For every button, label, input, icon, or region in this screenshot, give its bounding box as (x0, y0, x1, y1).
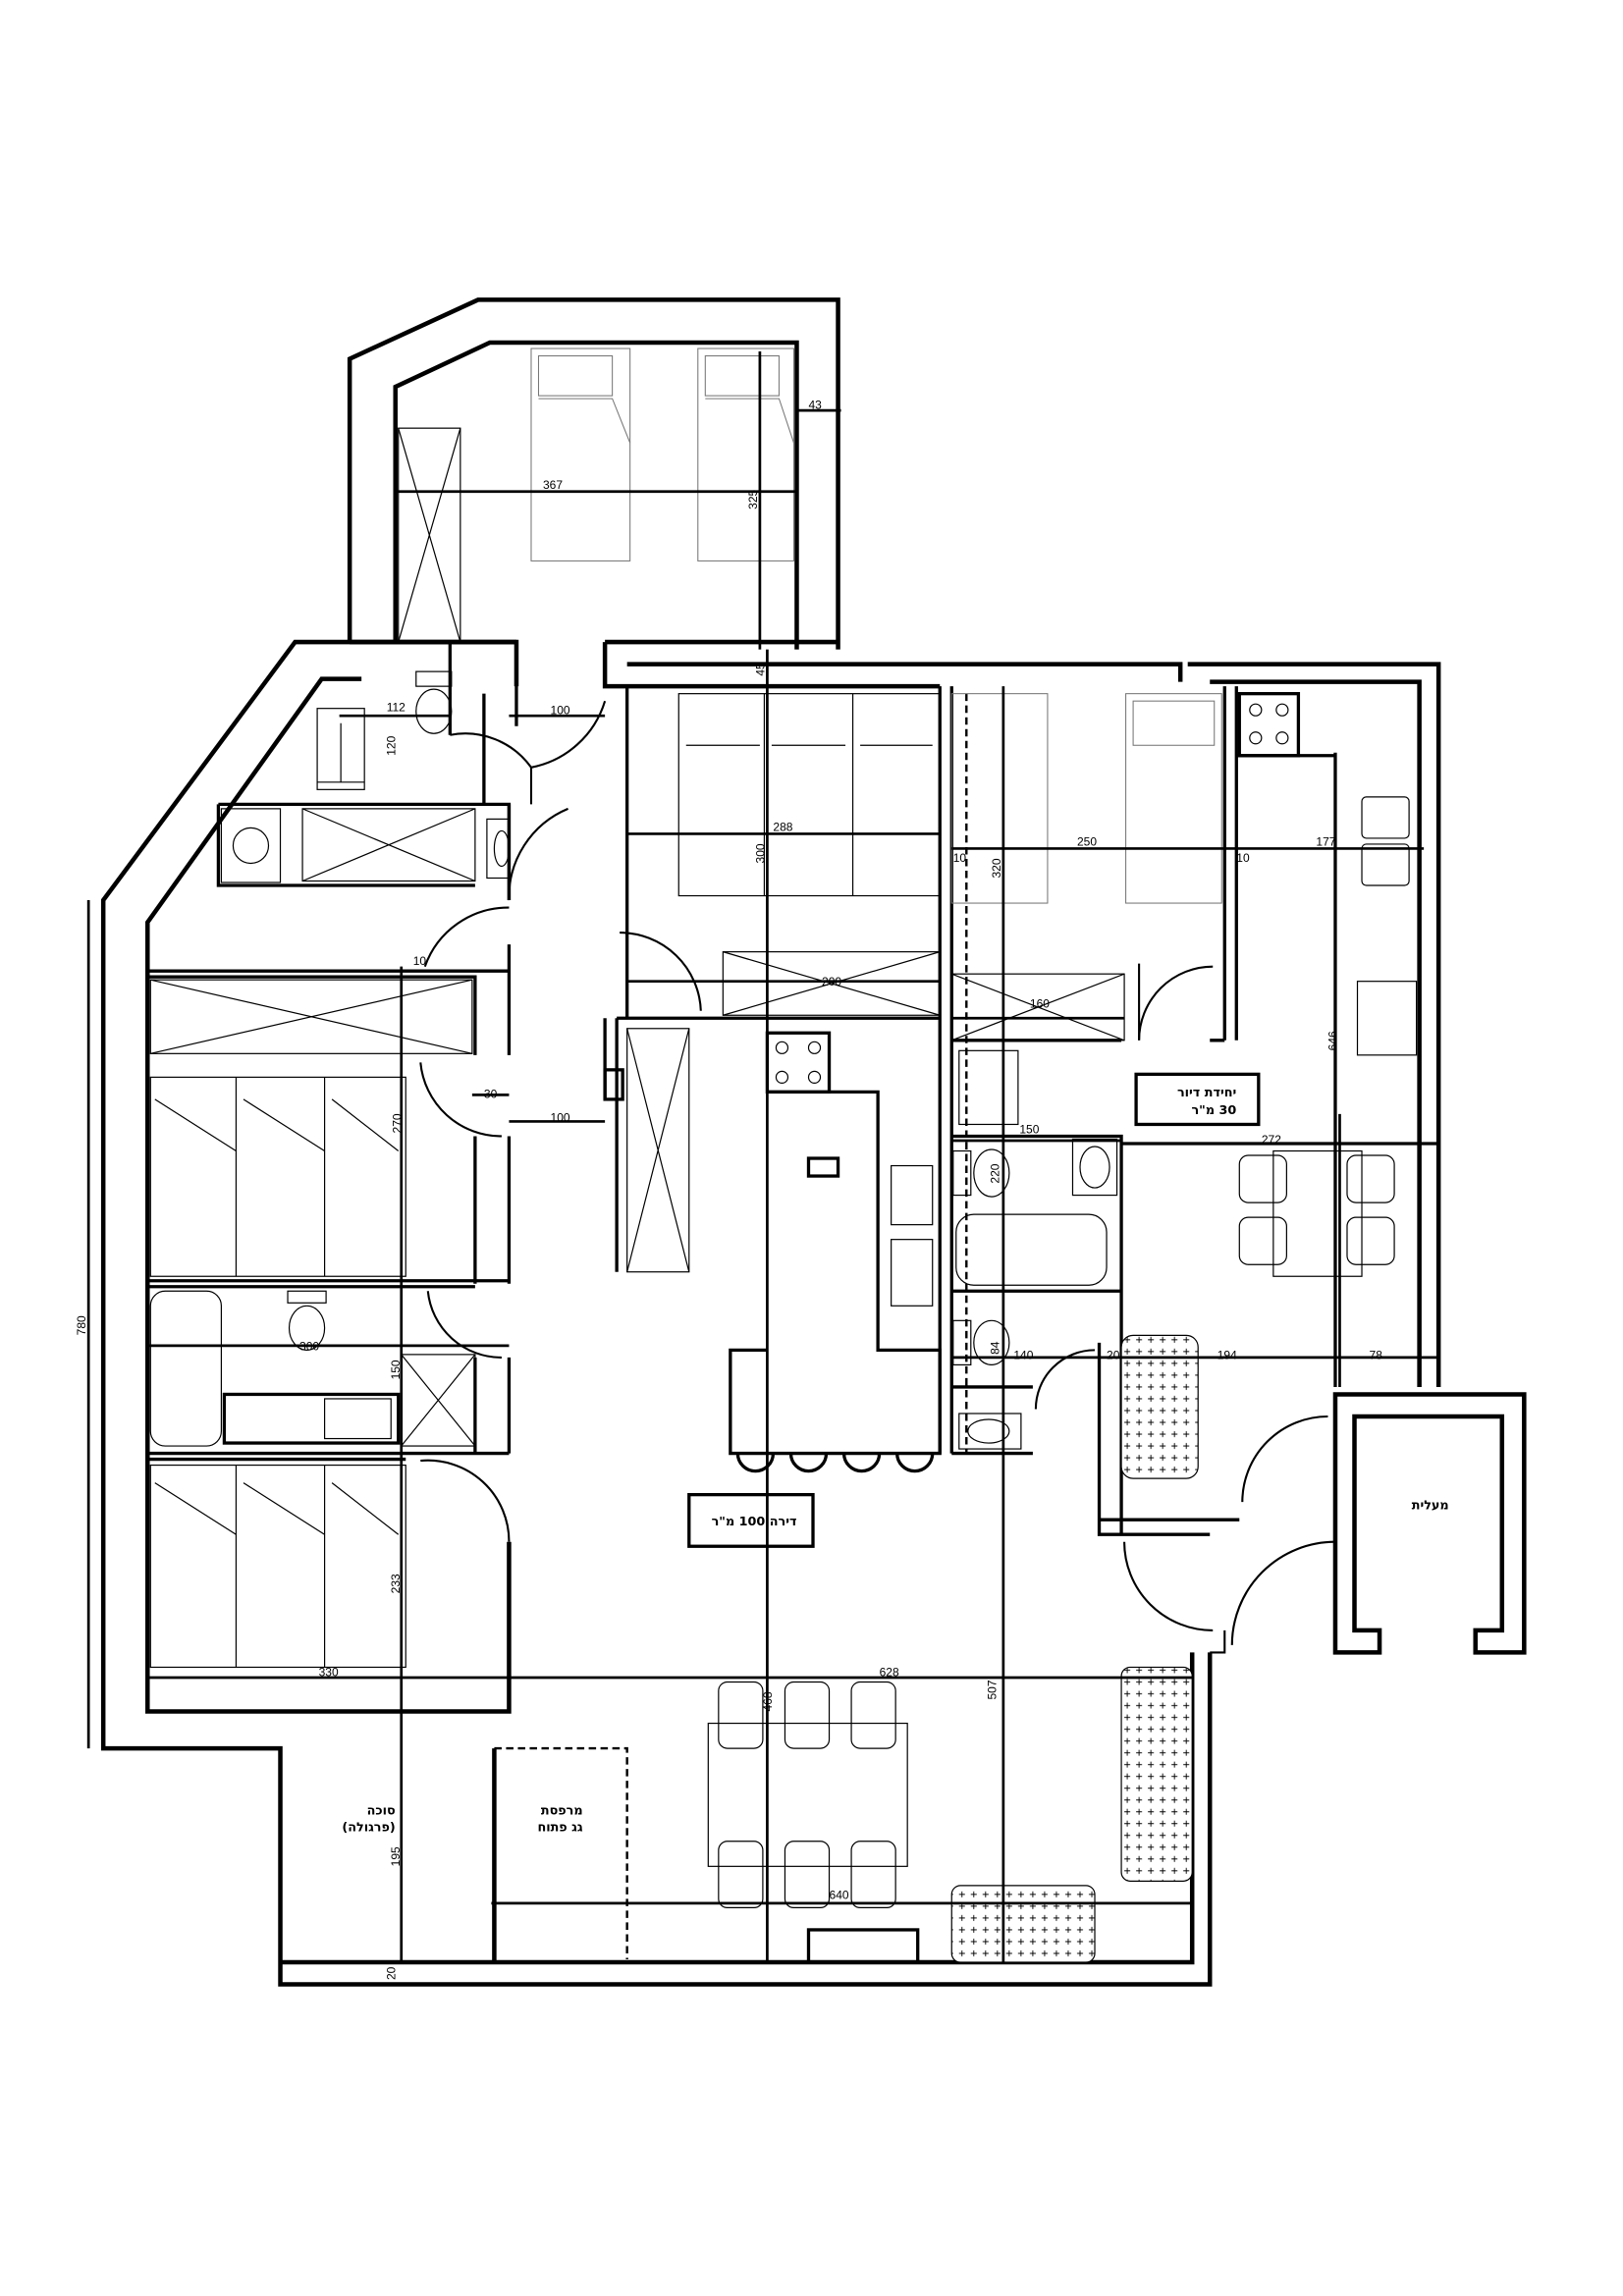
dim-label: 30 (484, 1087, 498, 1100)
dim-label: 194 (1217, 1348, 1237, 1362)
dim-label: 233 (389, 1574, 403, 1593)
terrace-label: מרפסת (541, 1804, 583, 1819)
dim-label: 150 (389, 1360, 403, 1379)
dim-label: 270 (391, 1113, 405, 1133)
dim-label: 300 (753, 843, 767, 863)
dim-label: 177 (1316, 834, 1335, 848)
dim-label: 325 (746, 489, 760, 508)
dim-label: 320 (990, 858, 1003, 878)
dim-label: 120 (385, 735, 399, 755)
dim-label: 84 (988, 1341, 1001, 1355)
dim-label: 20 (385, 1966, 399, 1980)
elevator-shaft (1332, 1392, 1527, 1655)
unit-title-label: יחידת דיור (1177, 1086, 1236, 1100)
sukkah-label: סוכה (367, 1804, 396, 1819)
dim-label: 20 (1107, 1348, 1120, 1362)
room-labels: יחידת דיור 30 מ"ר דירה 100 מ"ר מעלית סוכ… (342, 1072, 1449, 1835)
beds (149, 347, 1222, 1669)
living-furniture (707, 1666, 1193, 1964)
bathrooms (149, 670, 1118, 1450)
dim-label: 646 (1325, 1031, 1339, 1050)
dim-label: 10 (1236, 851, 1250, 865)
dim-label: 78 (1370, 1348, 1383, 1362)
dim-label: 100 (551, 704, 570, 718)
wardrobes (149, 427, 1125, 1447)
elevator-label: מעלית (1412, 1499, 1449, 1514)
terrace-boundary (494, 1746, 628, 1959)
dim-label: 628 (880, 1665, 899, 1679)
dim-label: 468 (761, 1691, 775, 1711)
dim-label: 195 (389, 1846, 403, 1866)
dim-label: 367 (543, 478, 563, 492)
dim-label: 10 (953, 851, 967, 865)
dim-label: 112 (387, 701, 406, 715)
dim-label: 288 (773, 820, 792, 833)
exterior-walls (100, 297, 1441, 1987)
dim-label: 640 (830, 1888, 849, 1901)
dim-label: 10 (413, 954, 427, 968)
sukkah-sub-label: (פרגולה) (342, 1820, 395, 1835)
dim-label: 200 (822, 975, 841, 988)
dim-label: 45 (753, 663, 767, 676)
dimension-labels: 43 367 325 45 112 120 100 288 300 10 320… (75, 399, 1382, 1980)
dim-label: 43 (808, 399, 822, 412)
dimension-lines (86, 351, 1439, 1963)
terrace-sub-label: גג פתוח (537, 1820, 582, 1835)
dim-label: 300 (299, 1339, 319, 1353)
dim-label: 140 (1013, 1348, 1033, 1362)
dim-label: 100 (551, 1110, 570, 1124)
apartment-label: דירה 100 מ"ר (712, 1515, 797, 1529)
dim-label: 250 (1077, 834, 1097, 848)
dim-label: 330 (319, 1665, 339, 1679)
dim-label: 160 (1030, 997, 1050, 1011)
dim-label: 220 (988, 1163, 1001, 1183)
kitchen (603, 1031, 942, 1473)
dim-label: 272 (1262, 1133, 1281, 1147)
doors (419, 700, 1335, 1654)
dim-label: 780 (75, 1315, 88, 1335)
interior-walls (147, 642, 1439, 1536)
unit-area-label: 30 מ"ר (1191, 1103, 1236, 1118)
dim-label: 150 (1019, 1122, 1039, 1136)
dim-label: 507 (985, 1680, 999, 1699)
unit-furniture (1120, 692, 1418, 1479)
